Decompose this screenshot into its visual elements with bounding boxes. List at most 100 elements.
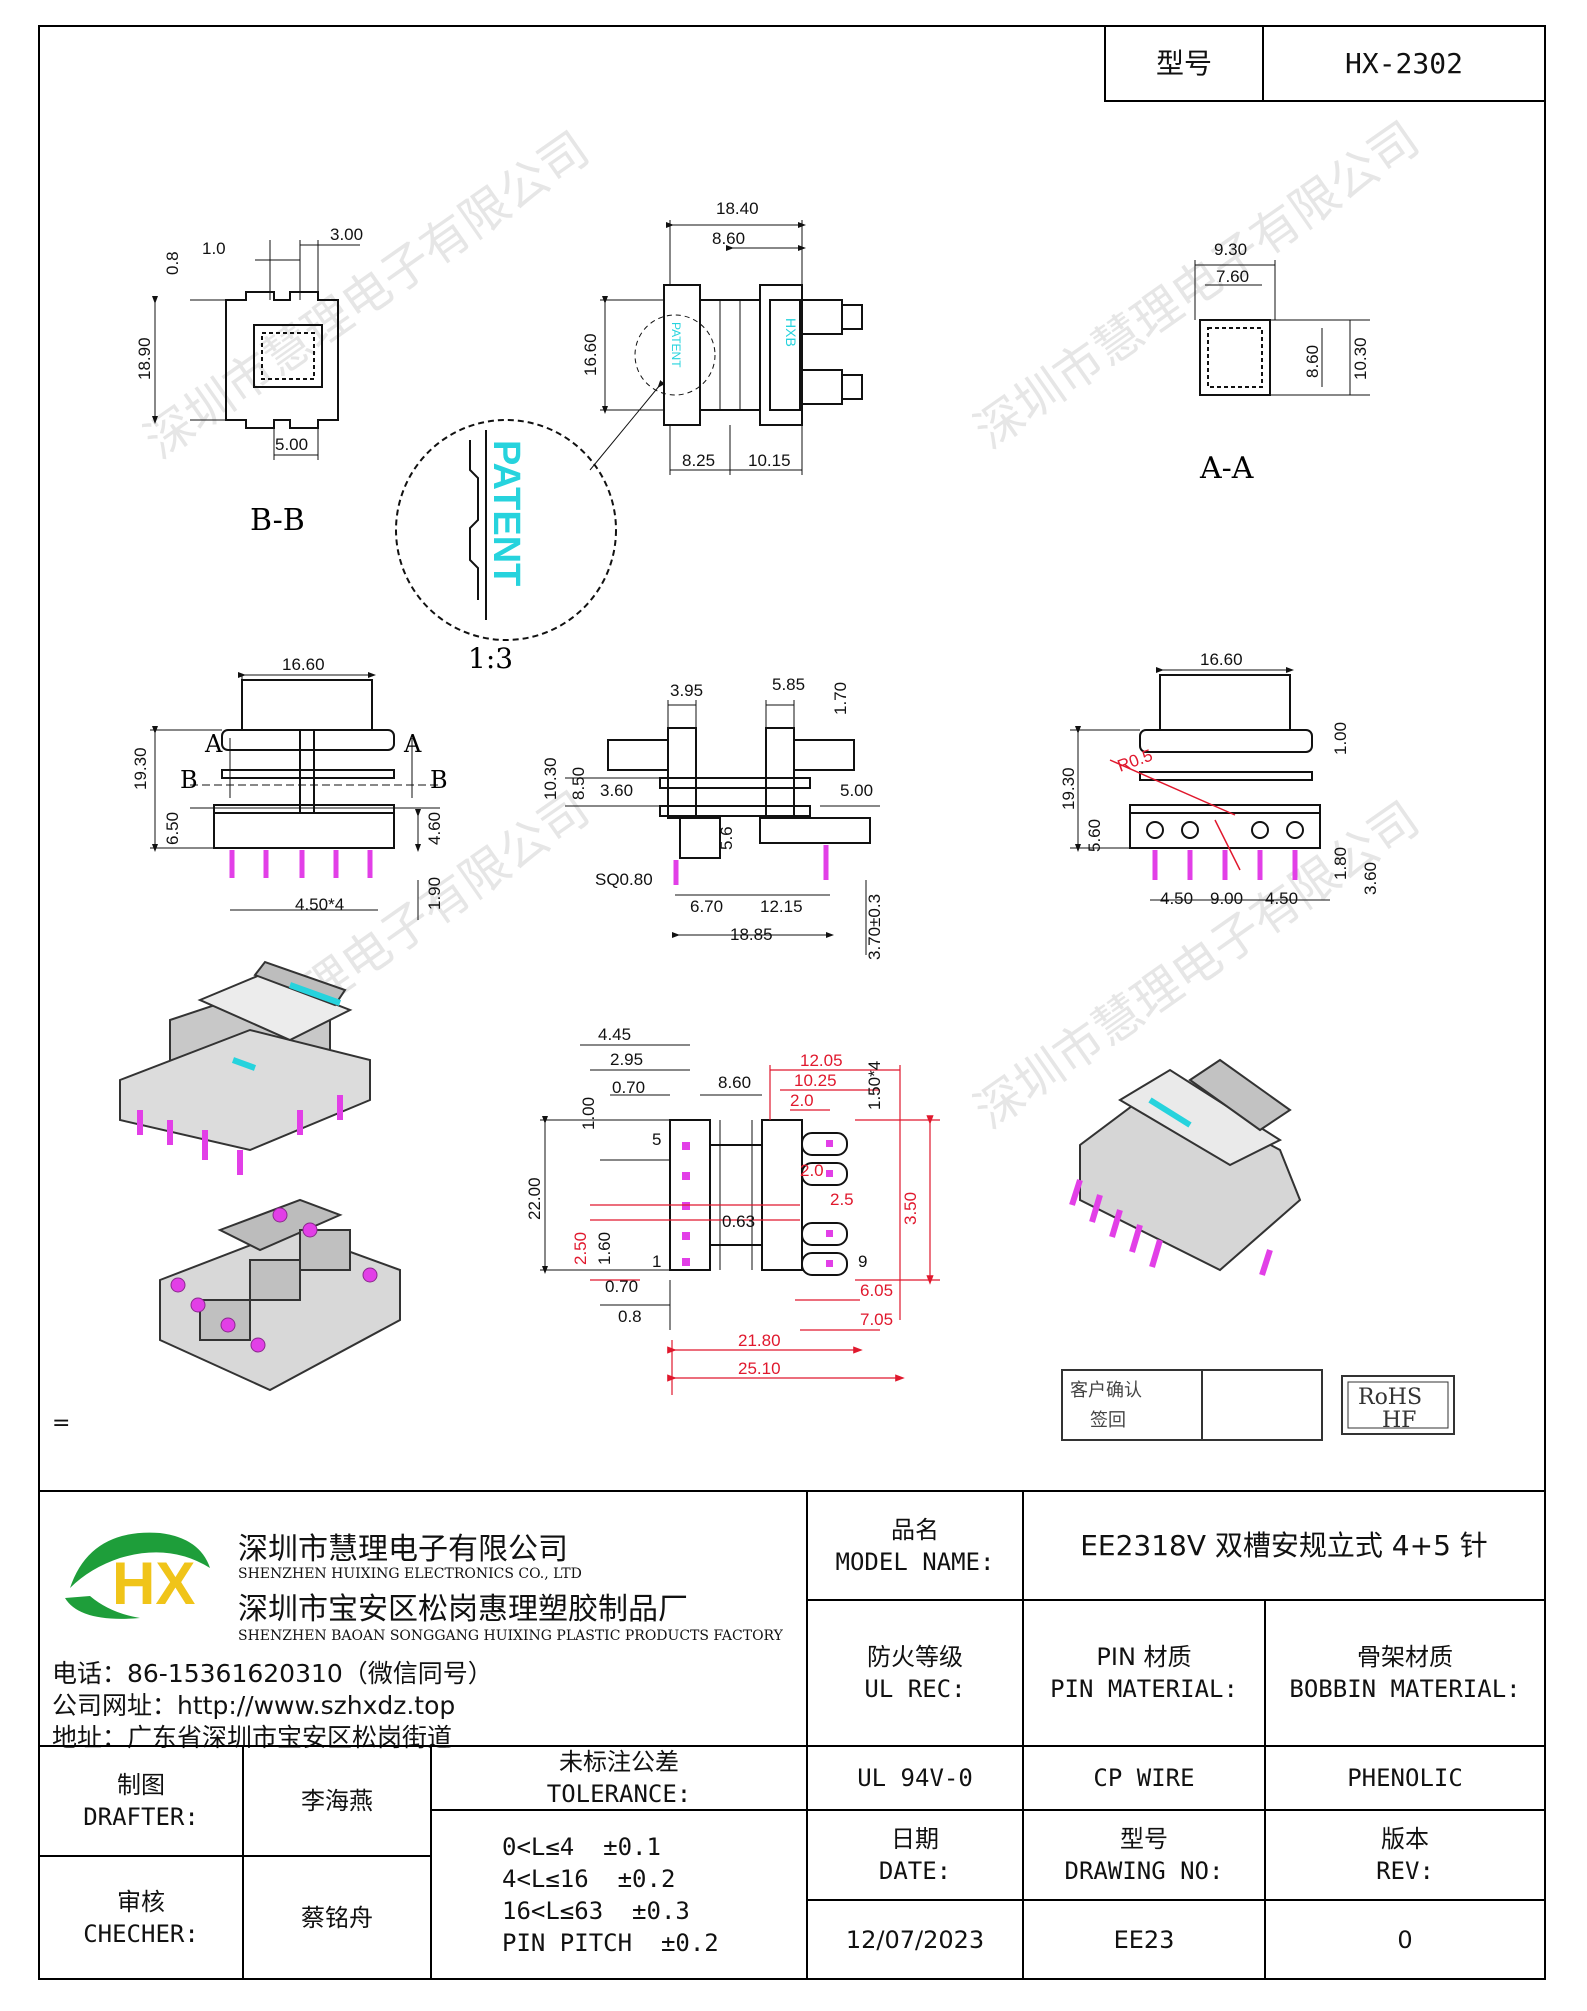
dim-fl-6-50: 6.50 — [163, 812, 182, 845]
company-name-en: SHENZHEN HUIXING ELECTRONICS CO., LTD — [238, 1566, 582, 1582]
hf-label: HF — [1382, 1408, 1416, 1433]
ul-value-cell: UL 94V-0 — [806, 1745, 1024, 1811]
dim-ft-16-60: 16.60 — [581, 333, 600, 376]
dim-sv-10-30: 10.30 — [541, 757, 560, 800]
rev-value-cell: 0 — [1264, 1899, 1546, 1980]
dim-bv-0-70b: 0.70 — [605, 1277, 638, 1296]
dim-fl-16-60: 16.60 — [282, 655, 325, 674]
logo-letters: HX — [112, 1550, 195, 1617]
model-name-label-cell: 品名 MODEL NAME: — [806, 1490, 1024, 1601]
section-bb-view — [152, 240, 360, 460]
dim-sv-18-85: 18.85 — [730, 925, 773, 944]
dim-sv-1-70: 1.70 — [831, 682, 850, 715]
pin-number-9: 9 — [858, 1252, 867, 1271]
title-block-divider-top — [38, 1490, 1546, 1492]
isometric-view-right — [1079, 1058, 1302, 1272]
side-view-pins — [673, 845, 829, 885]
drafter-value-cell: 李海燕 — [242, 1745, 432, 1857]
dim-fl-19-30: 19.30 — [131, 747, 150, 790]
dim-sv-3-95: 3.95 — [670, 681, 703, 700]
rear-lower-pins — [1152, 850, 1298, 880]
dim-bb-3-00: 3.00 — [330, 225, 363, 244]
customer-confirm-label: 客户确认 — [1070, 1380, 1142, 1401]
dim-rl-19-30: 19.30 — [1059, 767, 1078, 810]
side-view — [565, 700, 880, 955]
checker-value: 蔡铭舟 — [301, 1903, 373, 1932]
dim-bv-1-50x4: 1.50*4 — [865, 1061, 884, 1110]
front-lower-pins — [229, 850, 373, 878]
dim-bv-2-50: 2.50 — [571, 1232, 590, 1265]
factory-name-en: SHENZHEN BAOAN SONGGANG HUIXING PLASTIC … — [238, 1628, 783, 1644]
pin-material-label-cell: PIN 材质 PIN MATERIAL: — [1022, 1599, 1266, 1747]
header-model-value: HX-2302 — [1344, 46, 1463, 80]
section-aa-view — [1194, 260, 1370, 396]
dim-rl-1-00: 1.00 — [1331, 722, 1350, 755]
ul-label-cn: 防火等级 — [867, 1643, 963, 1671]
pin-material-label-en: PIN MATERIAL: — [1050, 1675, 1238, 1703]
dim-sv-5-00: 5.00 — [840, 781, 873, 800]
tolerance-label-cn: 未标注公差 — [559, 1748, 679, 1776]
rev-label-en: REV: — [1376, 1857, 1434, 1885]
dim-ft-18-40: 18.40 — [716, 199, 759, 218]
model-name-value: EE2318V 双槽安规立式 4+5 针 — [1080, 1528, 1488, 1562]
drafter-label-en: DRAFTER: — [83, 1803, 199, 1831]
hxb-text: HXB — [783, 318, 799, 347]
dim-sv-5-6: 5.6 — [717, 826, 736, 850]
pin-number-1: 1 — [652, 1252, 661, 1271]
bobbin-material-value-cell: PHENOLIC — [1264, 1745, 1546, 1811]
dim-bv-1-00: 1.00 — [579, 1097, 598, 1130]
bottom-view-red-dims — [590, 1065, 940, 1395]
bottom-view — [540, 1044, 803, 1330]
r0-5-leader — [1109, 759, 1236, 816]
dim-bv-0-63: 0.63 — [722, 1212, 755, 1231]
rev-value: 0 — [1397, 1925, 1413, 1954]
section-marker-a-left: A — [204, 730, 223, 758]
isometric-view-top-pins — [137, 1095, 343, 1175]
technical-drawing: 深圳市慧理电子有限公司 深圳市慧理电子有限公司 深圳市慧理电子有限公司 深圳市慧… — [52, 111, 1455, 1441]
tolerance-line-1: 0<L≤4 ±0.1 — [502, 1832, 661, 1861]
dim-bv-2-0: 2.0 — [790, 1091, 814, 1110]
isometric-view-right-pins — [1069, 1179, 1273, 1276]
patent-detail-text: PATENT — [485, 440, 527, 586]
dim-aa-10-30: 10.30 — [1351, 337, 1370, 380]
dim-ft-8-25: 8.25 — [682, 451, 715, 470]
dim-bv-1-60: 1.60 — [595, 1232, 614, 1265]
dim-fl-4-60: 4.60 — [425, 812, 444, 845]
isometric-view-bottom-pins — [170, 1207, 378, 1353]
checker-label-cell: 审核 CHECHER: — [38, 1855, 244, 1980]
date-label-en: DATE: — [878, 1857, 952, 1885]
patent-detail-view — [395, 419, 617, 641]
dim-bv-8-60: 8.60 — [718, 1073, 751, 1092]
dim-sv-8-50: 8.50 — [569, 767, 588, 800]
dim-bv-2-95: 2.95 — [610, 1050, 643, 1069]
rohs-label: RoHS — [1358, 1385, 1422, 1410]
model-name-value-cell: EE2318V 双槽安规立式 4+5 针 — [1022, 1490, 1546, 1601]
date-value: 12/07/2023 — [845, 1925, 985, 1954]
header-model-label: 型号 — [1155, 46, 1212, 80]
dim-bb-1-0: 1.0 — [202, 239, 226, 258]
dim-rl-9-00: 9.00 — [1210, 889, 1243, 908]
dim-sv-sq: SQ0.80 — [595, 870, 653, 889]
dim-bb-5-00: 5.00 — [275, 435, 308, 454]
checker-value-cell: 蔡铭舟 — [242, 1855, 432, 1980]
dim-aa-7-60: 7.60 — [1216, 267, 1249, 286]
company-website[interactable]: 公司网址：http://www.szhxdz.top — [52, 1691, 456, 1720]
patent-small-text: PATENT — [669, 322, 683, 368]
dim-bb-18-90: 18.90 — [135, 337, 154, 380]
equals-mark: = — [52, 1411, 70, 1436]
bottom-view-pins-right — [801, 1132, 848, 1276]
tolerance-values-cell: 0<L≤4 ±0.1 4<L≤16 ±0.2 16<L≤63 ±0.3 PIN … — [430, 1809, 808, 1980]
dim-rl-3-60: 3.60 — [1361, 862, 1380, 895]
drawing-no-label-en: DRAWING NO: — [1064, 1857, 1224, 1885]
dim-bv-22-00: 22.00 — [525, 1177, 544, 1220]
dim-rl-16-60: 16.60 — [1200, 650, 1243, 669]
front-top-view — [589, 220, 863, 475]
isometric-view-top — [119, 960, 371, 1152]
drafter-value: 李海燕 — [301, 1787, 373, 1815]
dim-bb-0-8: 0.8 — [163, 251, 182, 275]
ul-label-en: UL REC: — [864, 1675, 966, 1703]
tolerance-line-3: 16<L≤63 ±0.3 — [502, 1896, 690, 1925]
header-model-value-cell: HX-2302 — [1262, 25, 1546, 102]
checker-label-en: CHECHER: — [83, 1919, 199, 1948]
date-label-cn: 日期 — [891, 1825, 939, 1853]
